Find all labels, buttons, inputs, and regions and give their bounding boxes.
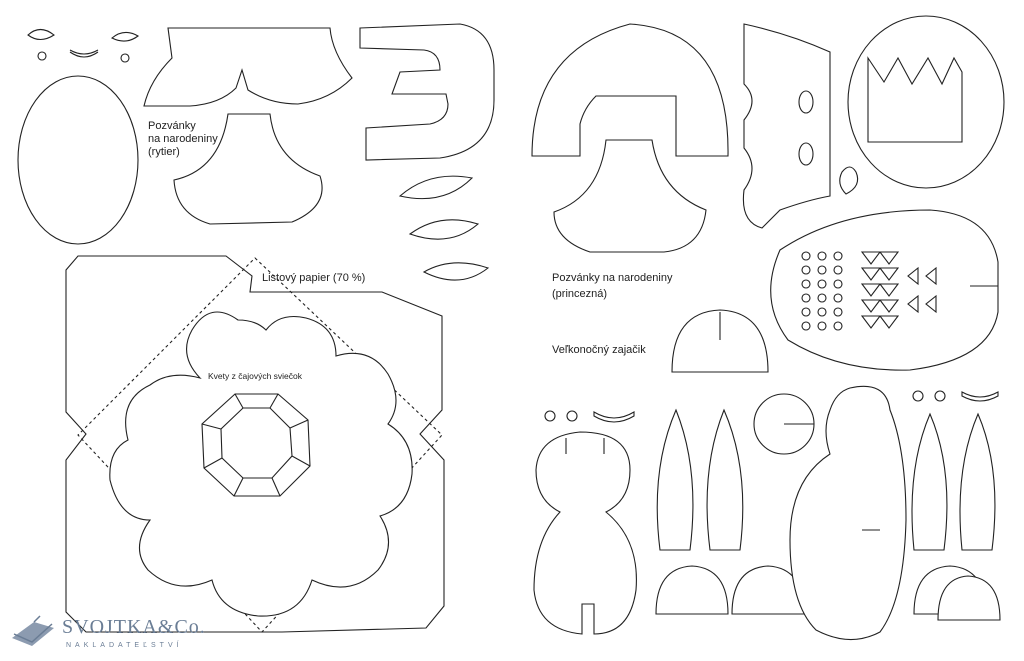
princess-eye-2 xyxy=(798,142,814,166)
knight-leaf-1 xyxy=(398,175,474,200)
bunny-ear-1 xyxy=(656,408,694,551)
easter-bunny-label: Veľkonočný zajačik xyxy=(552,344,646,356)
bunny-pieces xyxy=(533,309,1001,641)
knight-mouth-line xyxy=(69,51,99,58)
princess-bodice xyxy=(742,23,831,229)
oct-spoke-6 xyxy=(233,477,244,497)
bunny-body-right xyxy=(789,385,907,641)
oct-spoke-4 xyxy=(291,455,311,467)
princess-heart xyxy=(839,166,859,195)
letter-paper-label: Listový papier (70 %) xyxy=(262,272,366,284)
knight-dot-left xyxy=(37,51,47,61)
knight-dot-right xyxy=(120,53,130,63)
princess-dress xyxy=(553,139,707,253)
envelope-outline xyxy=(65,255,445,633)
bunny-ear-4 xyxy=(959,412,996,551)
bunny-body-left xyxy=(533,431,637,635)
oct-spoke-8 xyxy=(201,423,222,430)
princess-invite-label: Pozvánky na narodeniny (princezná) xyxy=(552,272,672,301)
knight-leaf-2 xyxy=(408,219,480,240)
knight-invite-line-2: na narodeniny xyxy=(148,133,218,145)
bunny-mouth-2 xyxy=(961,391,999,402)
knight-helmet xyxy=(143,27,353,107)
oct-spoke-7 xyxy=(203,457,223,469)
knight-leaf-3 xyxy=(422,262,490,281)
logo-sub: NAKLADATEĽSTVÍ xyxy=(66,642,183,649)
bunny-eye-2 xyxy=(566,410,578,422)
envelope-dashed-diamond xyxy=(77,257,443,633)
bunny-ear-3 xyxy=(911,412,948,551)
oct-spoke-3 xyxy=(289,419,309,429)
bunny-ear-2 xyxy=(706,408,744,551)
oct-spoke-2 xyxy=(269,393,279,409)
bunny-foot-4 xyxy=(937,575,1001,621)
princess-crown xyxy=(867,56,963,143)
egg-dot-grid xyxy=(801,251,843,331)
knight-mouth xyxy=(69,49,99,55)
envelope xyxy=(65,255,445,633)
bunny-eye-3 xyxy=(912,390,924,402)
knight-invite-label: Pozvánky na narodeniny (rytier) xyxy=(148,120,218,159)
princess-invite-line-1: Pozvánky na narodeniny xyxy=(552,272,673,284)
oct-spoke-1 xyxy=(234,393,244,409)
oct-spoke-5 xyxy=(271,477,281,497)
bunny-base-top xyxy=(671,309,769,373)
knight-eye-right xyxy=(111,31,140,42)
knight-arm-e xyxy=(359,23,495,161)
knight-invite-line-1: Pozvánky xyxy=(148,120,196,132)
knight-pieces xyxy=(17,23,495,281)
bunny-eye-4 xyxy=(934,390,946,402)
bunny-foot-1 xyxy=(655,565,729,615)
princess-eye-1 xyxy=(798,90,814,114)
knight-eye-left xyxy=(27,28,55,41)
princess-invite-line-2: (princezná) xyxy=(552,288,608,300)
publisher-logo: SVOJTKA&Co. NAKLADATEĽSTVÍ xyxy=(8,612,208,657)
bunny-eye-1 xyxy=(544,410,556,422)
tealight-flowers-label: Kvety z čajových sviečok xyxy=(208,371,303,381)
easter-egg xyxy=(770,209,999,371)
knight-collar xyxy=(173,113,323,225)
logo-brand: SVOJTKA&Co. xyxy=(62,616,206,638)
princess-pieces xyxy=(531,15,1005,253)
logo-mark-icon xyxy=(12,615,54,646)
bunny-mouth xyxy=(593,411,635,423)
knight-face-oval xyxy=(17,75,139,245)
knight-invite-line-3: (rytier) xyxy=(148,146,180,158)
princess-hair xyxy=(531,23,729,157)
egg-triangles xyxy=(860,251,937,329)
